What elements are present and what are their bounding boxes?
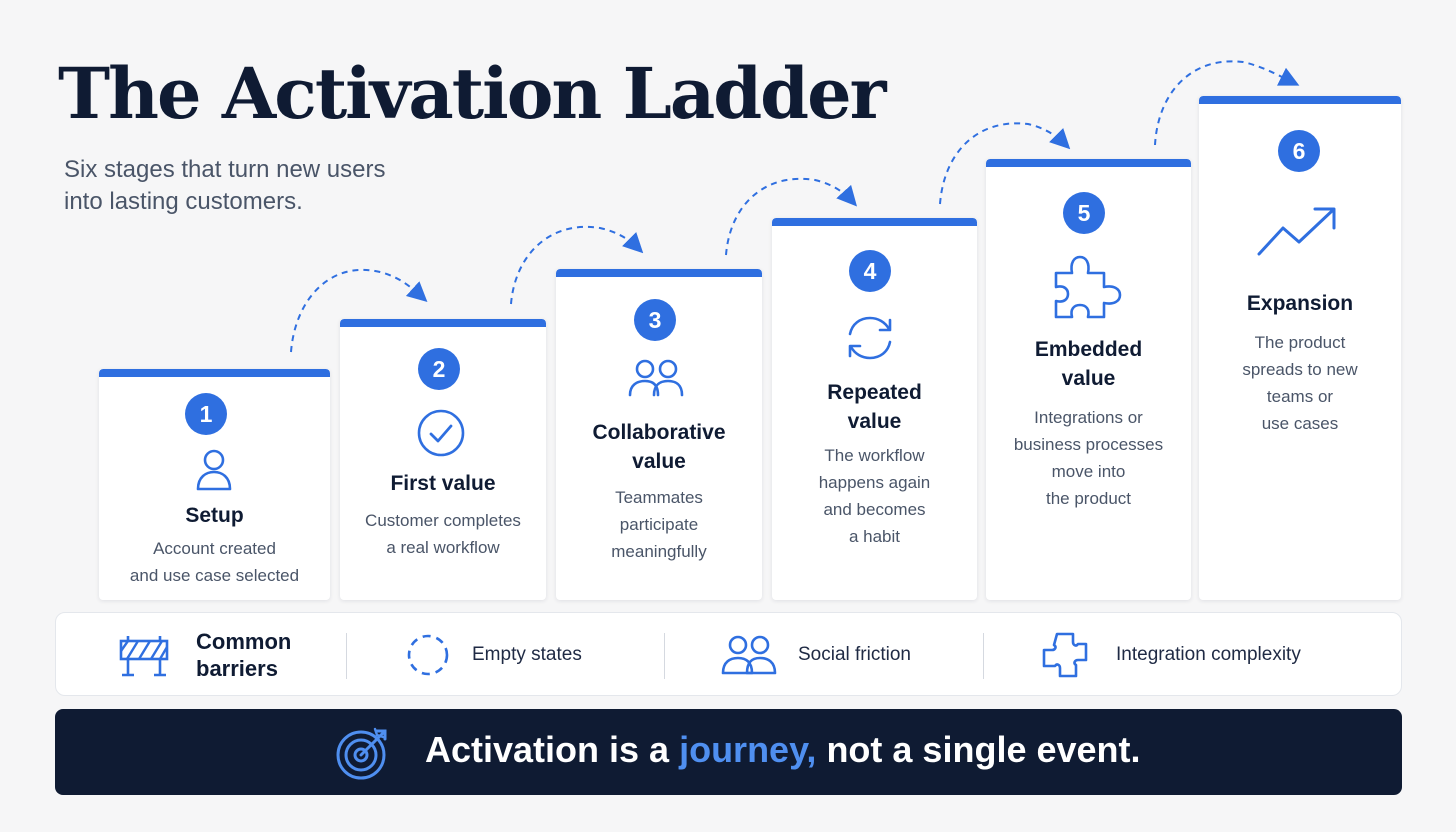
stage-desc-line: The product bbox=[1254, 333, 1346, 352]
barriers-heading-text: Common barriers bbox=[196, 628, 291, 682]
card-accent-bar bbox=[1199, 96, 1401, 104]
stage-title-line: value bbox=[847, 410, 902, 433]
subtitle-line: Six stages that turn new users bbox=[64, 156, 386, 183]
people-icon bbox=[628, 359, 684, 397]
stage-desc-line: the product bbox=[1045, 489, 1132, 508]
stage-desc-line: Customer completes bbox=[365, 511, 521, 530]
tagline-highlight: journey, bbox=[679, 729, 817, 770]
barrier-empty-states: Empty states bbox=[406, 613, 582, 697]
stage-title-line: Setup bbox=[185, 504, 244, 527]
barrier-label: Empty states bbox=[472, 644, 582, 665]
stage-desc-line: and becomes bbox=[823, 500, 926, 519]
stage-title: Repeated value bbox=[772, 378, 977, 436]
stage-desc-line: happens again bbox=[818, 473, 931, 492]
barrier-label: Integration complexity bbox=[1116, 644, 1301, 665]
card-accent-bar bbox=[556, 269, 762, 277]
stage-title-line: Repeated bbox=[827, 381, 922, 404]
target-icon bbox=[336, 727, 387, 780]
subtitle-line: into lasting customers. bbox=[64, 188, 303, 215]
stage-number-badge: 1 bbox=[185, 393, 227, 435]
stage-title-line: value bbox=[1061, 367, 1116, 390]
stage-title-line: First value bbox=[390, 472, 496, 495]
people-icon bbox=[721, 635, 777, 675]
dashed-circle-icon bbox=[407, 634, 449, 676]
stage-number-badge: 2 bbox=[418, 348, 460, 390]
stage-description: Teammates participate meaningfully bbox=[564, 484, 754, 565]
arrow-4-5 bbox=[939, 122, 1071, 205]
stage-title: First value bbox=[340, 469, 546, 498]
barrier-integration-complexity: Integration complexity bbox=[1040, 613, 1301, 697]
tagline-part: Activation is a bbox=[425, 729, 680, 770]
stage-title: Expansion bbox=[1199, 289, 1401, 318]
arrow-1-2 bbox=[290, 269, 428, 353]
stage-description: Integrations or business processes move … bbox=[994, 404, 1183, 512]
stage-card-6: 6 Expansion The product spreads to new t… bbox=[1199, 96, 1401, 600]
stage-card-5: 5 Embedded value Integrations or busines… bbox=[986, 159, 1191, 600]
barriers-heading-line: Common bbox=[196, 629, 292, 654]
puzzle-icon bbox=[1054, 255, 1122, 319]
barriers-heading-line: barriers bbox=[196, 656, 278, 681]
arrow-2-3 bbox=[510, 225, 644, 305]
stage-title-line: Collaborative bbox=[592, 421, 726, 444]
trend-up-icon bbox=[1257, 207, 1336, 256]
stage-desc-line: The workflow bbox=[824, 446, 925, 465]
stage-title: Collaborative value bbox=[556, 418, 762, 476]
puzzle-outline-icon bbox=[1042, 632, 1088, 678]
stage-desc-line: participate bbox=[619, 515, 699, 534]
roadblock-icon bbox=[119, 636, 169, 677]
stage-desc-line: move into bbox=[1051, 462, 1126, 481]
divider bbox=[983, 633, 984, 679]
footer-tagline: Activation is a journey, not a single ev… bbox=[425, 729, 1141, 771]
stage-desc-line: a habit bbox=[848, 527, 901, 546]
page-subtitle: Six stages that turn new users into last… bbox=[64, 154, 464, 218]
stage-desc-line: Integrations or bbox=[1034, 408, 1143, 427]
stage-desc-line: meaningfully bbox=[611, 542, 707, 561]
stage-desc-line: and use case selected bbox=[129, 566, 300, 585]
card-accent-bar bbox=[99, 369, 330, 377]
tagline-part: not a single event. bbox=[816, 729, 1141, 770]
stage-title-line: Embedded bbox=[1034, 338, 1143, 361]
stage-card-2: 2 First value Customer completes a real … bbox=[340, 319, 546, 600]
card-accent-bar bbox=[772, 218, 977, 226]
stage-title: Embedded value bbox=[986, 335, 1191, 393]
divider bbox=[664, 633, 665, 679]
page-title: The Activation Ladder bbox=[58, 52, 887, 135]
stage-desc-line: business processes bbox=[1013, 435, 1164, 454]
stage-title: Setup bbox=[99, 501, 330, 530]
stage-title-line: Expansion bbox=[1246, 292, 1354, 315]
stage-number-badge: 6 bbox=[1278, 130, 1320, 172]
footer-banner: Activation is a journey, not a single ev… bbox=[55, 709, 1402, 795]
stage-description: Account created and use case selected bbox=[107, 535, 322, 589]
stage-desc-line: use cases bbox=[1261, 414, 1339, 433]
stage-card-1: 1 Setup Account created and use case sel… bbox=[99, 369, 330, 600]
stage-card-4: 4 Repeated value The workflow happens ag… bbox=[772, 218, 977, 600]
card-accent-bar bbox=[986, 159, 1191, 167]
stage-card-3: 3 Collaborative value Teammates particip… bbox=[556, 269, 762, 600]
common-barriers-bar: Common barriers Empty states Social fric… bbox=[55, 612, 1402, 696]
barrier-label: Social friction bbox=[798, 644, 911, 665]
stage-number-badge: 3 bbox=[634, 299, 676, 341]
progression-arrows bbox=[290, 60, 1300, 353]
stage-desc-line: Teammates bbox=[615, 488, 703, 507]
repeat-icon bbox=[848, 316, 892, 360]
stage-description: Customer completes a real workflow bbox=[348, 507, 538, 561]
user-icon bbox=[196, 449, 232, 491]
divider bbox=[346, 633, 347, 679]
stage-description: The workflow happens again and becomes a… bbox=[780, 442, 969, 550]
stage-desc-line: teams or bbox=[1266, 387, 1334, 406]
barriers-heading: Common barriers bbox=[118, 613, 291, 697]
check-circle-icon bbox=[417, 409, 465, 457]
arrow-5-6 bbox=[1154, 60, 1300, 146]
stage-desc-line: spreads to new bbox=[1242, 360, 1358, 379]
stage-desc-line: a real workflow bbox=[386, 538, 500, 557]
barrier-social-friction: Social friction bbox=[720, 613, 911, 697]
stage-number-badge: 4 bbox=[849, 250, 891, 292]
stage-title-line: value bbox=[632, 450, 686, 473]
stage-number-badge: 5 bbox=[1063, 192, 1105, 234]
stage-desc-line: Account created bbox=[153, 539, 276, 558]
arrow-3-4 bbox=[725, 177, 858, 256]
card-accent-bar bbox=[340, 319, 546, 327]
stage-description: The product spreads to new teams or use … bbox=[1207, 329, 1393, 437]
